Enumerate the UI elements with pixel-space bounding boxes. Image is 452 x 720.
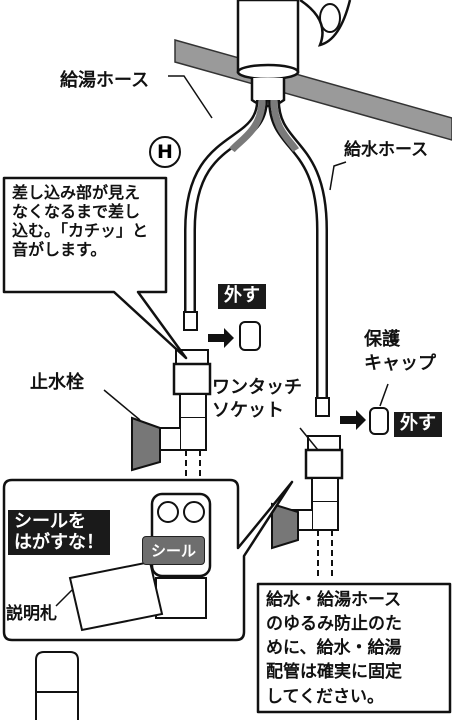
wall-pipe xyxy=(174,39,452,141)
insert-note: 差し込み部が見え なくなるまで差し 込む。「カチッ」と 音がします。 xyxy=(12,183,149,259)
insert-callout-bubble xyxy=(2,176,188,360)
tag-label: 説明札 xyxy=(6,604,57,624)
faucet-body xyxy=(236,0,300,74)
cold-hose-label: 給水ホース xyxy=(344,140,429,160)
cap-icon xyxy=(369,407,389,435)
remove-top-label: 外す xyxy=(218,284,266,309)
arrow-right-icon xyxy=(208,328,234,348)
hot-hose-end xyxy=(183,311,198,331)
tag-card xyxy=(68,560,164,632)
cap-icon xyxy=(239,321,261,351)
fix-note-box xyxy=(256,582,452,714)
one-touch-socket xyxy=(304,448,344,480)
hot-water-mark-icon: H xyxy=(149,136,181,168)
stop-valve-label: 止水栓 xyxy=(30,372,84,393)
arrow-right-icon xyxy=(340,410,366,430)
seal-label: シール xyxy=(142,536,206,565)
hot-hose-label: 給湯ホース xyxy=(60,70,150,91)
one-touch-label: ワンタッチ ソケット xyxy=(212,377,302,422)
stop-valve xyxy=(172,362,212,396)
faucet-handle xyxy=(299,0,352,47)
remove-right-label: 外す xyxy=(394,412,442,437)
fix-note: 給水・給湯ホース のゆるみ防止のた めに、給水・給湯 配管は確実に固定 してくだ… xyxy=(266,590,402,707)
cold-hose-end xyxy=(315,397,330,417)
protect-cap-label: 保護 キャップ xyxy=(364,329,436,375)
seal-warning: シールを はがすな！ xyxy=(8,510,110,556)
